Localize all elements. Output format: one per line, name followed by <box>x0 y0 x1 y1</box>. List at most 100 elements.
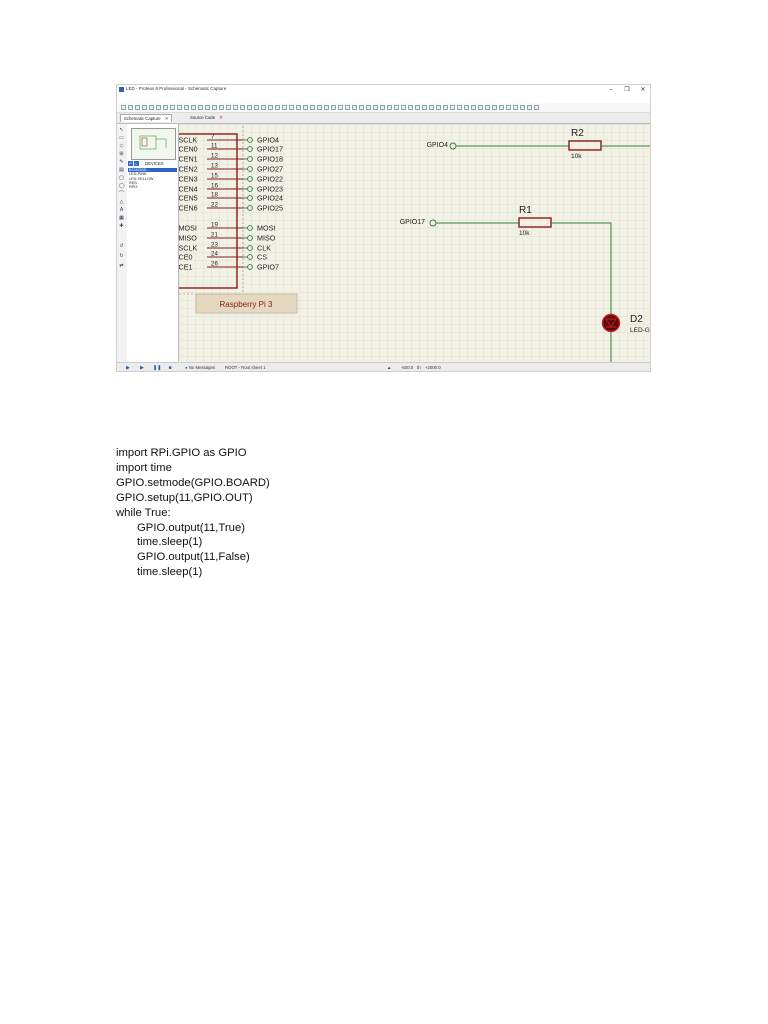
messages-status[interactable]: ● No Messages <box>185 364 215 371</box>
tool-icon[interactable]: ⇄ <box>119 263 124 269</box>
toolbar-icon[interactable] <box>506 105 511 110</box>
toolbar-icon[interactable] <box>317 105 322 110</box>
tool-icon[interactable]: ⌒ <box>119 191 125 197</box>
toolbar-icon[interactable] <box>205 105 210 110</box>
toolbar-icon[interactable] <box>261 105 266 110</box>
toolbar-icon[interactable] <box>191 105 196 110</box>
toolbar-icon[interactable] <box>282 105 287 110</box>
stop-icon[interactable]: ■ <box>168 365 172 371</box>
device-item[interactable]: RPI3 <box>129 185 138 190</box>
toolbar-icon[interactable] <box>156 105 161 110</box>
tool-icon[interactable]: ⊞ <box>119 151 124 157</box>
tool-icon[interactable]: ↻ <box>119 253 124 259</box>
toolbar-icon[interactable] <box>436 105 441 110</box>
toolbar-icon[interactable] <box>345 105 350 110</box>
toolbar-icon[interactable] <box>485 105 490 110</box>
tool-icon[interactable]: ✚ <box>119 223 124 229</box>
device-item[interactable]: BCM2835... <box>128 168 177 173</box>
toolbar-icon[interactable] <box>513 105 518 110</box>
toolbar-icon[interactable] <box>268 105 273 110</box>
toolbar-icon[interactable] <box>135 105 140 110</box>
play-icon[interactable]: ▶ <box>126 365 130 371</box>
tool-icon[interactable]: ↖ <box>119 127 124 133</box>
toolbar-icon[interactable] <box>338 105 343 110</box>
toolbar-icon[interactable] <box>219 105 224 110</box>
toolbar-icon[interactable] <box>310 105 315 110</box>
pin-terminal[interactable] <box>247 245 253 251</box>
device-item[interactable]: RES <box>129 180 137 185</box>
tool-icon[interactable]: ▤ <box>119 167 124 173</box>
tool-icon[interactable]: ▢ <box>119 175 124 181</box>
pin-terminal[interactable] <box>247 146 253 152</box>
tool-icon[interactable]: ◯ <box>119 183 125 189</box>
minimize-button[interactable]: – <box>609 87 613 93</box>
toolbar-icon[interactable] <box>534 105 539 110</box>
close-button[interactable]: ✕ <box>640 87 646 93</box>
tool-icon[interactable]: ✎ <box>119 159 124 165</box>
toolbar-icon[interactable] <box>247 105 252 110</box>
toolbar-icon[interactable] <box>499 105 504 110</box>
tool-icon[interactable]: △ <box>119 199 124 205</box>
toolbar-icon[interactable] <box>296 105 301 110</box>
toolbar-icon[interactable] <box>121 105 126 110</box>
toolbar-icon[interactable] <box>303 105 308 110</box>
toolbar-icon[interactable] <box>170 105 175 110</box>
step-icon[interactable]: ▶ <box>140 365 144 371</box>
tab-source-code[interactable]: Source Code ✕ <box>187 114 226 122</box>
r1-resistor[interactable] <box>518 217 552 228</box>
toolbar-icon[interactable] <box>177 105 182 110</box>
pin-terminal[interactable] <box>247 137 253 143</box>
toolbar-icon[interactable] <box>373 105 378 110</box>
toolbar-icon[interactable] <box>198 105 203 110</box>
gpio4-terminal[interactable] <box>449 142 457 150</box>
tool-icon[interactable]: A <box>119 207 124 213</box>
pin-terminal[interactable] <box>247 225 253 231</box>
raspberry-pi-body[interactable] <box>179 133 238 289</box>
toolbar-icon[interactable] <box>359 105 364 110</box>
pin-terminal[interactable] <box>247 156 253 162</box>
toolbar-icon[interactable] <box>163 105 168 110</box>
toolbar-icon[interactable] <box>289 105 294 110</box>
toolbar-icon[interactable] <box>212 105 217 110</box>
tool-icon[interactable]: ▭ <box>119 135 124 141</box>
device-item[interactable]: LED-PINK <box>129 172 147 177</box>
toolbar-icon[interactable] <box>142 105 147 110</box>
toolbar-icon[interactable] <box>184 105 189 110</box>
toolbar-icon[interactable] <box>149 105 154 110</box>
toolbar-icon[interactable] <box>457 105 462 110</box>
toolbar-icon[interactable] <box>394 105 399 110</box>
gpio17-terminal[interactable] <box>429 219 437 227</box>
toolbar-icon[interactable] <box>387 105 392 110</box>
toolbar-icon[interactable] <box>128 105 133 110</box>
tab-close-icon[interactable]: ✕ <box>219 115 223 120</box>
toolbar-icon[interactable] <box>471 105 476 110</box>
toolbar-icon[interactable] <box>254 105 259 110</box>
toolbar-icon[interactable] <box>331 105 336 110</box>
toolbar-icon[interactable] <box>352 105 357 110</box>
toolbar-icon[interactable] <box>478 105 483 110</box>
toolbar-icon[interactable] <box>527 105 532 110</box>
pick-devices-button[interactable]: P <box>128 161 133 166</box>
toolbar-icon[interactable] <box>366 105 371 110</box>
r2-resistor[interactable] <box>568 140 602 151</box>
toolbar-icon[interactable] <box>415 105 420 110</box>
tab-close-icon[interactable]: ✕ <box>164 116 169 121</box>
toolbar-icon[interactable] <box>401 105 406 110</box>
toolbar-icon[interactable] <box>324 105 329 110</box>
pin-terminal[interactable] <box>247 176 253 182</box>
toolbar-icon[interactable] <box>240 105 245 110</box>
device-item[interactable]: LED-YELLOW <box>129 176 154 181</box>
toolbar-icon[interactable] <box>422 105 427 110</box>
pin-terminal[interactable] <box>247 166 253 172</box>
pin-terminal[interactable] <box>247 254 253 260</box>
d2-led[interactable] <box>601 313 621 333</box>
pin-terminal[interactable] <box>247 186 253 192</box>
toolbar-icon[interactable] <box>233 105 238 110</box>
toolbar-icon[interactable] <box>429 105 434 110</box>
toolbar-icon[interactable] <box>443 105 448 110</box>
pin-terminal[interactable] <box>247 205 253 211</box>
library-button[interactable]: L <box>134 161 139 166</box>
tool-icon[interactable]: ◇ <box>119 143 124 149</box>
tab-schematic-capture[interactable]: Schematic Capture ✕ <box>120 114 173 122</box>
pin-terminal[interactable] <box>247 235 253 241</box>
